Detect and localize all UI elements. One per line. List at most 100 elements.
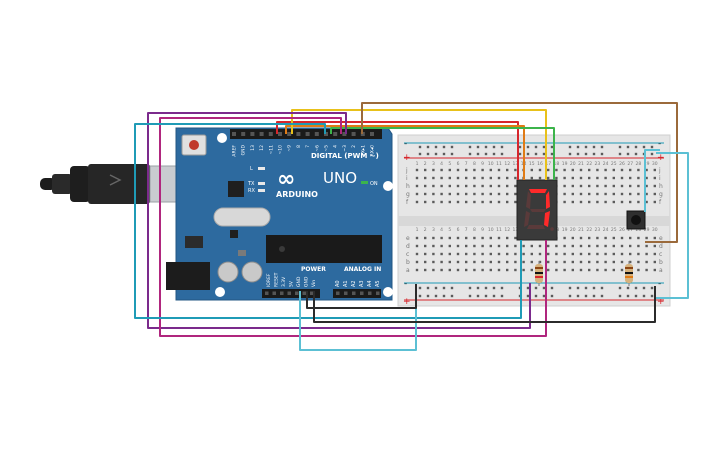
- header-pin[interactable]: [250, 132, 255, 136]
- breadboard-hole: [637, 268, 640, 272]
- header-pin[interactable]: [352, 291, 356, 296]
- breadboard-hole: [448, 244, 451, 248]
- breadboard-hole: [473, 168, 476, 172]
- column-number: 22: [586, 161, 592, 167]
- breadboard-hole: [514, 252, 517, 256]
- breadboard-hole: [653, 260, 656, 264]
- header-pin[interactable]: [278, 132, 282, 136]
- column-number: 3: [432, 227, 435, 233]
- header-pin[interactable]: [368, 291, 372, 296]
- breadboard-hole: [538, 252, 542, 256]
- header-pin[interactable]: [342, 132, 347, 136]
- header-pin[interactable]: [287, 132, 292, 136]
- digital-pin-label: ~5: [324, 145, 330, 152]
- header-pin[interactable]: [280, 291, 284, 296]
- header-pin[interactable]: [287, 291, 292, 296]
- header-pin[interactable]: [241, 132, 246, 136]
- rail-hole: [518, 152, 522, 156]
- breadboard-hole: [440, 236, 443, 240]
- breadboard-hole: [612, 176, 615, 180]
- row-letter: c: [659, 251, 662, 258]
- breadboard-hole: [456, 260, 460, 264]
- breadboard-hole: [489, 260, 492, 264]
- pushbutton[interactable]: [626, 210, 646, 230]
- rail-hole: [434, 286, 438, 290]
- header-pin[interactable]: [272, 291, 277, 296]
- breadboard-hole: [629, 192, 632, 196]
- header-pin[interactable]: [305, 132, 310, 136]
- breadboard-hole: [612, 236, 615, 240]
- power-pin-label: GND: [296, 276, 302, 287]
- analog-pin-label: A5: [375, 280, 381, 287]
- rail-hole: [450, 152, 454, 156]
- breadboard-hole: [424, 268, 427, 272]
- row-letter: a: [406, 267, 410, 274]
- breadboard-hole: [530, 176, 533, 180]
- analog-label: ANALOG IN: [344, 266, 381, 273]
- digital-pin-label: 8: [296, 145, 302, 148]
- header-pin[interactable]: [370, 132, 374, 136]
- rail-hole: [468, 286, 472, 290]
- breadboard-hole: [637, 176, 640, 180]
- breadboard-hole: [629, 176, 632, 180]
- breadboard-hole: [588, 268, 591, 272]
- breadboard-hole: [547, 268, 550, 272]
- header-pin[interactable]: [333, 132, 338, 136]
- breadboard-hole: [629, 168, 632, 172]
- column-number: 28: [636, 161, 642, 167]
- column-number: 11: [496, 227, 502, 233]
- header-pin[interactable]: [268, 132, 273, 136]
- breadboard-hole: [604, 268, 607, 272]
- rail-hole: [442, 286, 446, 290]
- rail-hole: [600, 286, 604, 290]
- breadboard-hole: [432, 176, 435, 180]
- wire-brown: [361, 102, 678, 243]
- rail-hole: [618, 145, 622, 149]
- breadboard-hole: [522, 260, 525, 264]
- rail-minus-label: -: [658, 139, 661, 149]
- breadboard-hole: [506, 184, 509, 188]
- digital-pin-label: ~9: [287, 145, 293, 152]
- header-pin[interactable]: [310, 291, 314, 296]
- header-pin[interactable]: [351, 132, 356, 136]
- breadboard-hole: [514, 260, 517, 264]
- header-pin[interactable]: [296, 132, 301, 136]
- header-pin[interactable]: [232, 132, 236, 136]
- header-pin[interactable]: [344, 291, 348, 296]
- header-pin[interactable]: [360, 291, 364, 296]
- header-pin[interactable]: [265, 291, 269, 296]
- breadboard-hole: [506, 260, 509, 264]
- breadboard-hole: [473, 192, 476, 196]
- column-number: 28: [636, 227, 642, 233]
- rail-hole: [450, 286, 454, 290]
- breadboard-hole: [596, 268, 599, 272]
- breadboard-hole: [415, 244, 419, 248]
- breadboard-hole: [620, 184, 624, 188]
- breadboard-hole: [465, 176, 468, 180]
- rail-hole: [642, 294, 646, 298]
- breadboard-hole: [579, 168, 583, 172]
- header-pin[interactable]: [259, 132, 264, 136]
- breadboard-hole: [489, 200, 492, 204]
- wire-black: [313, 286, 656, 323]
- breadboard-hole: [440, 192, 443, 196]
- breadboard-hole: [637, 244, 640, 248]
- column-number: 20: [570, 227, 576, 233]
- header-pin[interactable]: [376, 291, 380, 296]
- breadboard-hole: [514, 236, 517, 240]
- breadboard-hole: [538, 168, 542, 172]
- column-number: 23: [595, 161, 601, 167]
- breadboard-hole: [424, 184, 427, 188]
- breadboard-hole: [432, 268, 435, 272]
- breadboard-hole: [415, 260, 419, 264]
- column-number: 23: [595, 227, 601, 233]
- rail-hole: [542, 286, 546, 290]
- breadboard-hole: [473, 268, 476, 272]
- header-pin[interactable]: [302, 291, 307, 296]
- breadboard-hole: [538, 244, 542, 248]
- header-pin[interactable]: [314, 132, 319, 136]
- breadboard-hole: [530, 252, 533, 256]
- header-pin[interactable]: [336, 291, 340, 296]
- rail-hole: [592, 286, 596, 290]
- header-pin[interactable]: [295, 291, 299, 296]
